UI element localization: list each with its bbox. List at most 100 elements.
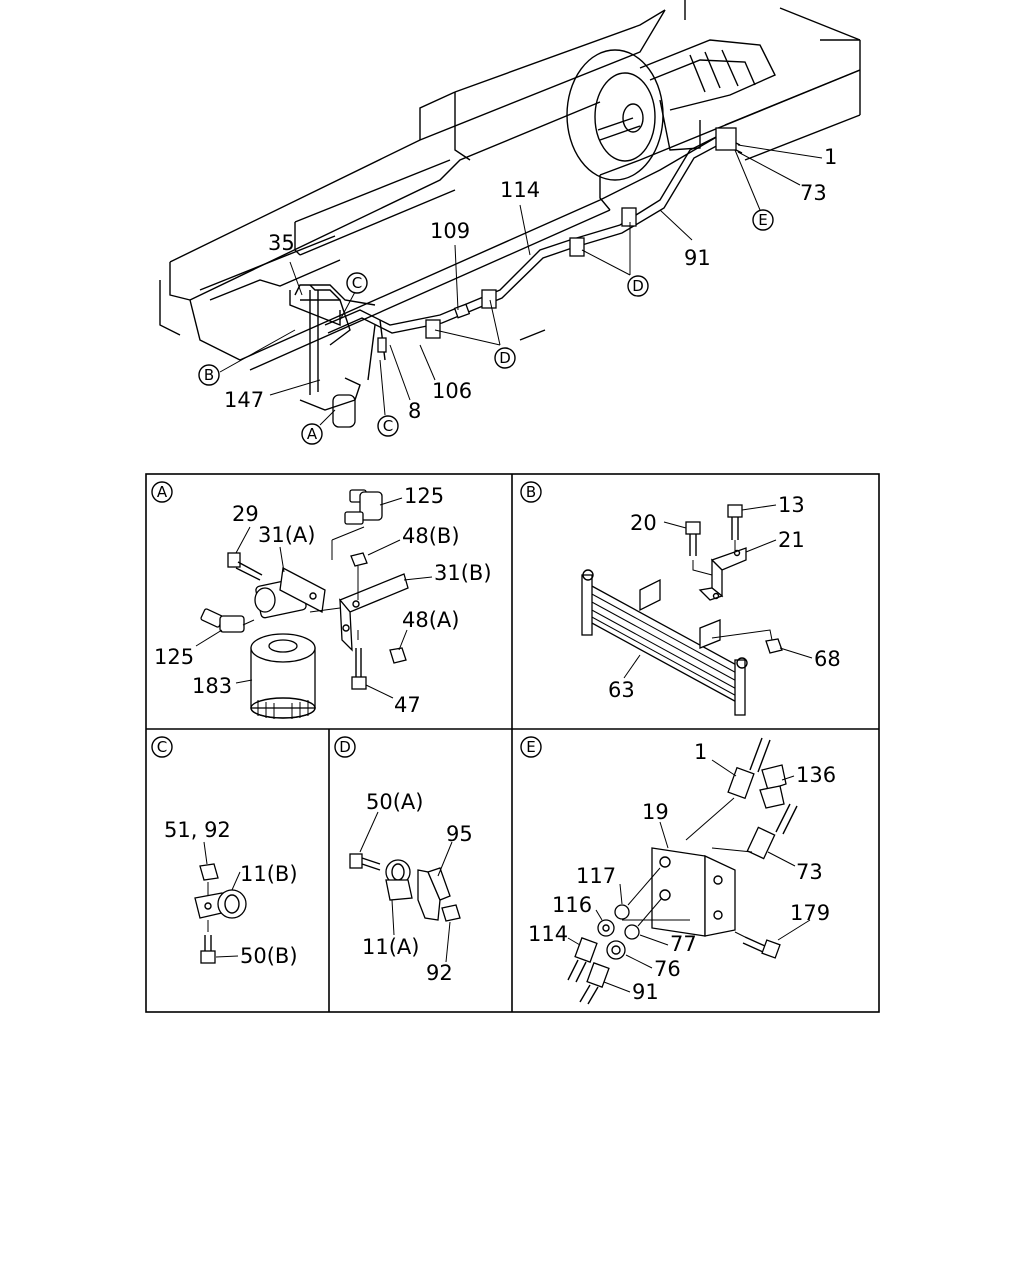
bolt-29	[227, 552, 263, 581]
clip-136	[759, 764, 787, 809]
panel-b-label-20: 20	[630, 511, 657, 535]
washer-116	[597, 919, 615, 937]
marker-d-lower: D	[494, 347, 516, 369]
bracket-31b	[309, 573, 409, 652]
bracket-19	[622, 847, 736, 937]
clip-11a	[385, 859, 413, 901]
panel-b-marker: B	[520, 481, 542, 503]
marker-a: A	[301, 423, 323, 445]
bolt-50a	[349, 853, 381, 871]
panel-a-label-31a: 31(A)	[258, 523, 315, 547]
panel-a-leaders	[195, 497, 433, 699]
bolt-50b	[200, 920, 216, 964]
panel-d-marker: D	[334, 736, 356, 758]
panel-b-labels: 13 20 21 68 63	[608, 493, 841, 702]
bolt-179	[734, 931, 781, 959]
panel-c-label-50b: 50(B)	[240, 944, 298, 968]
hose-73	[711, 803, 798, 860]
panel-b-label-63: 63	[608, 678, 635, 702]
svg-text:D: D	[499, 349, 511, 367]
panel-e-label-73: 73	[796, 860, 823, 884]
panel-a-label-31b: 31(B)	[434, 561, 492, 585]
panel-a-label-48a: 48(A)	[402, 608, 459, 632]
filter-head-31a	[254, 566, 326, 619]
panel-a-label-125-top: 125	[404, 484, 444, 508]
panel-b-leaders	[623, 504, 813, 679]
svg-text:B: B	[204, 366, 214, 384]
panel-b: B	[520, 481, 841, 716]
panel-e-label-91: 91	[632, 980, 659, 1004]
main-markers: E D D C C B A	[198, 209, 774, 445]
marker-c-lower: C	[377, 415, 399, 437]
panel-a: A	[151, 481, 492, 719]
callout-106: 106	[432, 379, 472, 403]
bracket-95	[417, 867, 451, 921]
panel-e-leaders	[567, 759, 811, 993]
panel-e: E	[520, 736, 836, 1005]
panel-d: D 50(A) 95 11(A) 92	[334, 736, 473, 985]
panel-e-label-117: 117	[576, 864, 616, 888]
washer-77	[624, 897, 663, 940]
panel-d-leaders	[359, 811, 453, 963]
callout-91: 91	[684, 246, 711, 270]
marker-c-upper: C	[346, 272, 368, 294]
chassis-frame	[159, 0, 861, 371]
nut-48b	[350, 552, 368, 600]
svg-text:E: E	[758, 211, 767, 229]
callout-114: 114	[500, 178, 540, 202]
panel-a-labels: 125 29 31(A) 48(B) 31(B) 125 48(A) 183 4…	[154, 484, 492, 717]
panel-a-label-183: 183	[192, 674, 232, 698]
panel-c-marker: C	[151, 736, 173, 758]
union-91	[579, 962, 610, 1005]
callout-73: 73	[800, 181, 827, 205]
clip-11b	[194, 889, 247, 919]
panel-a-label-48b: 48(B)	[402, 524, 460, 548]
main-chassis-view: 1 73 91 114 109 35 106 147 8 E D D	[159, 0, 861, 445]
oil-cooler-pipes	[294, 127, 743, 381]
fitting-125-top	[331, 489, 383, 560]
detail-panels-frame	[145, 473, 880, 1013]
main-leader-lines	[219, 144, 823, 426]
panel-e-labels: 1 136 19 73 117 116 179 114 77 76 91	[528, 740, 836, 1004]
panel-d-label-50a: 50(A)	[366, 790, 423, 814]
oil-filter-mount	[299, 290, 361, 428]
panel-d-label-92: 92	[426, 961, 453, 985]
svg-text:A: A	[157, 483, 168, 501]
front-cooler	[289, 284, 341, 327]
panel-b-label-68: 68	[814, 647, 841, 671]
panel-c: C 51, 92 11(B) 50(B)	[151, 736, 298, 968]
panel-c-labels: 51, 92 11(B) 50(B)	[164, 818, 298, 968]
panel-d-label-95: 95	[446, 822, 473, 846]
panel-e-label-1: 1	[694, 740, 707, 764]
panel-e-label-136: 136	[796, 763, 836, 787]
panel-e-label-114: 114	[528, 922, 568, 946]
panel-c-label-11b: 11(B)	[240, 862, 298, 886]
marker-e: E	[752, 209, 774, 231]
panel-a-label-125-left: 125	[154, 645, 194, 669]
svg-text:B: B	[526, 483, 536, 501]
callout-8: 8	[408, 399, 421, 423]
svg-text:A: A	[307, 425, 318, 443]
oil-filter-183	[250, 633, 316, 719]
panel-e-label-76: 76	[654, 957, 681, 981]
panel-d-label-11a: 11(A)	[362, 935, 419, 959]
svg-text:D: D	[632, 277, 644, 295]
svg-text:C: C	[383, 417, 393, 435]
panel-d-labels: 50(A) 95 11(A) 92	[362, 790, 473, 985]
panel-e-label-116: 116	[552, 893, 592, 917]
svg-text:C: C	[352, 274, 362, 292]
fitting-125-left	[200, 608, 255, 633]
callout-1: 1	[824, 145, 837, 169]
svg-text:D: D	[339, 738, 351, 756]
washer-117	[614, 867, 661, 920]
panel-e-marker: E	[520, 736, 542, 758]
callout-109: 109	[430, 219, 470, 243]
callout-147: 147	[224, 388, 264, 412]
panel-a-label-29: 29	[232, 502, 259, 526]
marker-b: B	[198, 364, 220, 386]
nut-68	[711, 629, 783, 654]
oil-cooler-63	[581, 569, 748, 716]
panel-a-label-47: 47	[394, 693, 421, 717]
panel-e-label-19: 19	[642, 800, 669, 824]
panel-c-leaders	[203, 841, 241, 958]
